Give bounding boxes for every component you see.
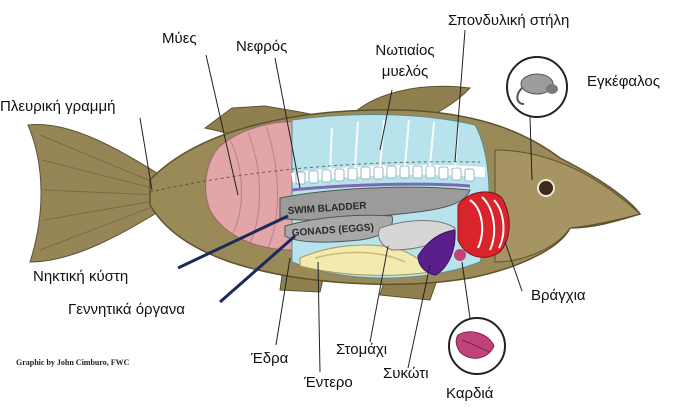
graphic-credit: Graphic by John Cimburo, FWC [16,358,129,367]
fish-eye [538,180,554,196]
label-heart: Καρδιά [446,385,493,403]
label-intestine: Έντερο [304,374,353,392]
heart-callout [449,318,505,374]
label-swim-bladder: Νηκτική κύστη [33,268,128,286]
gills [458,192,509,258]
label-spine: Σπονδυλική στήλη [448,12,569,30]
label-kidney: Νεφρός [236,38,287,56]
label-anus: Έδρα [251,350,288,368]
fish-head [495,150,640,262]
label-muscles: Μύες [162,30,197,48]
label-liver: Συκώτι [383,365,429,383]
label-spinal-cord-line2: μυελός [355,63,455,81]
label-gills: Βράγχια [531,287,586,305]
label-spinal-cord-line1: Νωτιαίος [355,42,455,60]
label-lateral-line: Πλευρική γραμμή [0,98,115,116]
label-stomach: Στομάχι [336,341,387,359]
label-brain: Εγκέφαλος [587,73,660,91]
brain-callout [507,57,567,117]
label-gonads: Γεννητικά όργανα [68,301,185,319]
heart-small [454,249,466,261]
